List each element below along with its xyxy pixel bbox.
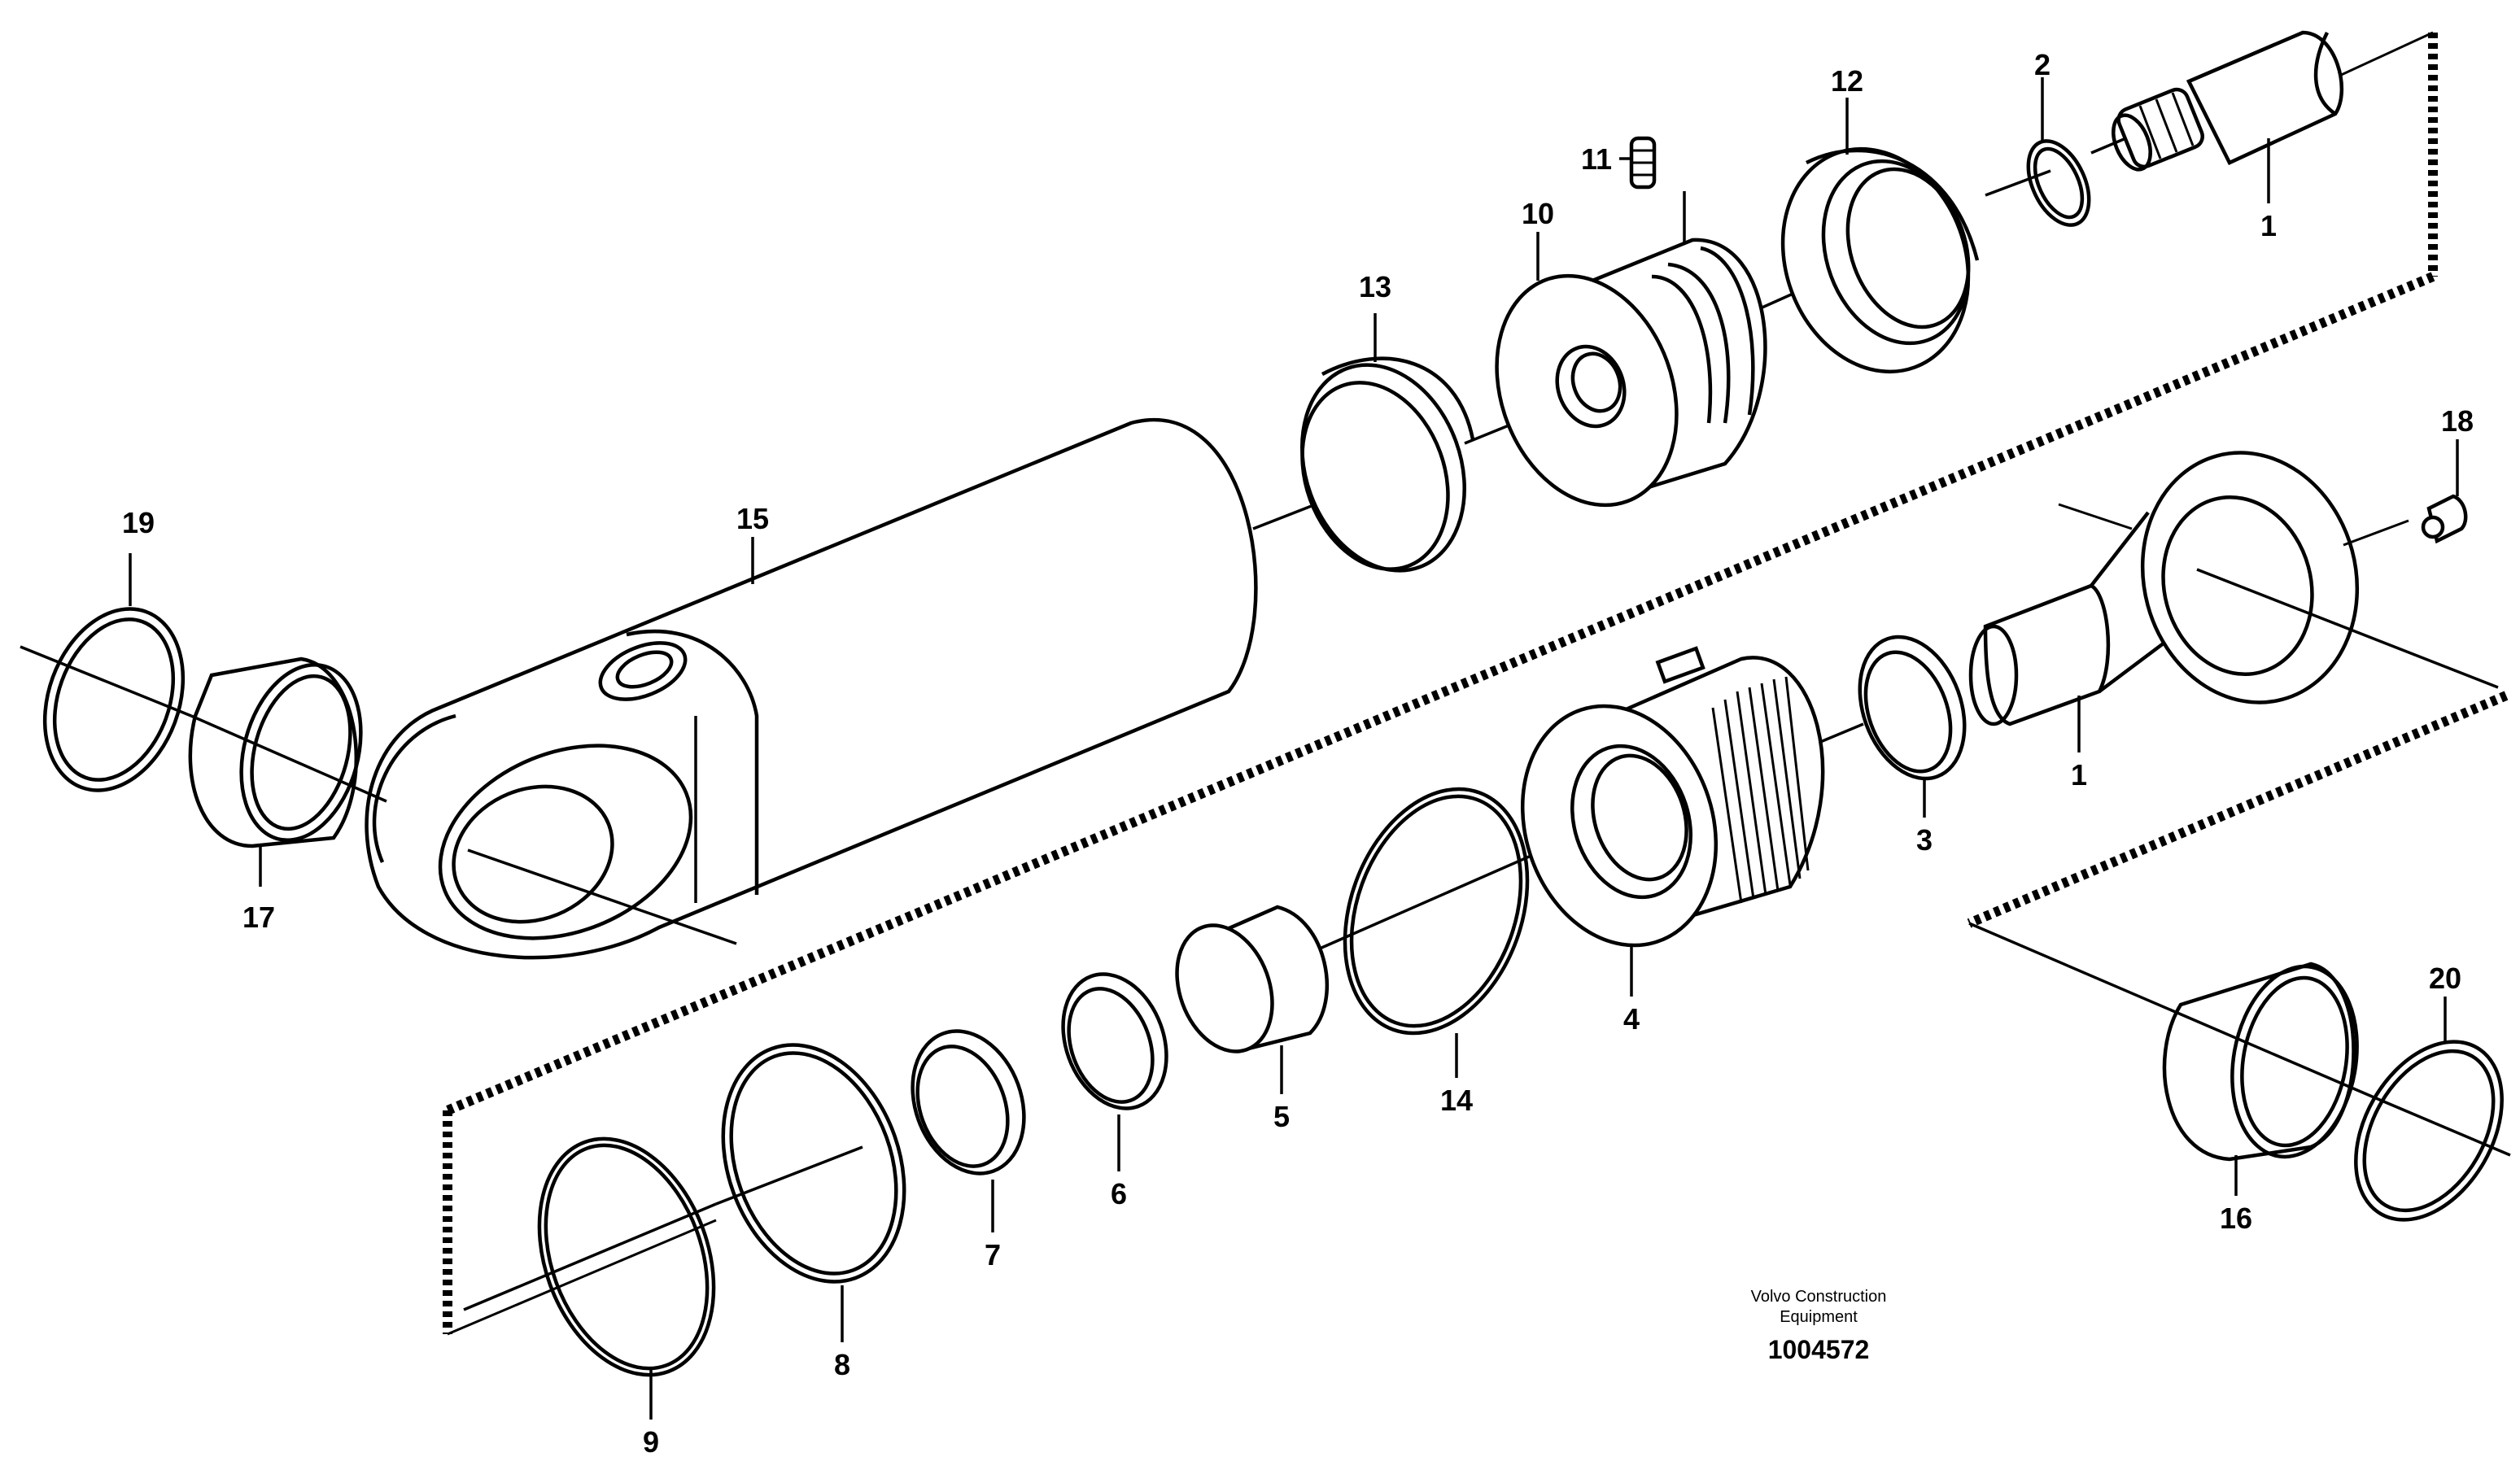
label-part-18: 18 (2441, 404, 2474, 438)
part-4-cylinder-head (1520, 646, 1825, 948)
part-20-seal-ring (2354, 1040, 2511, 1222)
label-part-5: 5 (1273, 1100, 1290, 1133)
part-2-o-ring (2026, 139, 2091, 227)
label-part-6: 6 (1111, 1177, 1127, 1210)
part-18-grease-nipple (2421, 468, 2468, 544)
part-1-piston-rod-eye (1968, 451, 2499, 726)
leader-lines (129, 77, 2459, 1420)
label-part-13: 13 (1359, 270, 1391, 303)
part-3-ring (1858, 635, 1967, 781)
part-14-o-ring (1343, 787, 1530, 1036)
part-8-ring (715, 1043, 906, 1284)
label-part-14: 14 (1440, 1084, 1473, 1117)
part-5-bushing (1175, 905, 1329, 1053)
part-10-piston (1495, 238, 1767, 508)
label-part-12: 12 (1831, 64, 1863, 98)
part-7-ring (911, 1029, 1026, 1175)
dashed-frame (443, 31, 2509, 1336)
label-part-7: 7 (985, 1238, 1001, 1271)
label-part-2: 2 (2034, 48, 2051, 81)
part-19-seal-ring (20, 607, 192, 792)
part-6-ring (1061, 972, 1168, 1110)
part-15-cylinder-tube (365, 418, 1258, 960)
label-part-20: 20 (2429, 962, 2461, 995)
part-11-set-screw (1619, 136, 1686, 244)
part-9-o-ring (537, 1136, 716, 1377)
label-part-15: 15 (736, 502, 769, 535)
label-part-8: 8 (834, 1348, 850, 1381)
label-part-1-upper: 1 (2260, 209, 2277, 242)
label-part-4: 4 (1623, 1002, 1640, 1036)
part-13-ring (1300, 356, 1475, 573)
label-part-11: 11 (1581, 142, 1612, 176)
credit-company: Volvo Construction (1751, 1288, 1887, 1306)
part-12-gland (1780, 146, 1980, 374)
label-part-3: 3 (1916, 823, 1933, 857)
thread-lines (1711, 676, 1810, 904)
label-part-19: 19 (122, 506, 155, 539)
part-1-piston-rod-upper (2112, 30, 2343, 172)
credit-equipment: Equipment (1780, 1308, 1858, 1326)
label-part-1-lower: 1 (2071, 758, 2087, 792)
label-part-16: 16 (2220, 1202, 2252, 1235)
part-17-bushing (188, 656, 387, 848)
part-16-bushing (1968, 922, 2377, 1162)
label-part-17: 17 (242, 901, 275, 934)
part-labels: 1 2 12 11 10 13 15 19 17 18 1 3 4 14 5 6… (122, 48, 2474, 1459)
drawing-number: 1004572 (1768, 1335, 1870, 1364)
label-part-9: 9 (643, 1425, 659, 1459)
credit-block: Volvo Construction Equipment 1004572 (1751, 1288, 1887, 1364)
label-part-10: 10 (1522, 197, 1554, 230)
